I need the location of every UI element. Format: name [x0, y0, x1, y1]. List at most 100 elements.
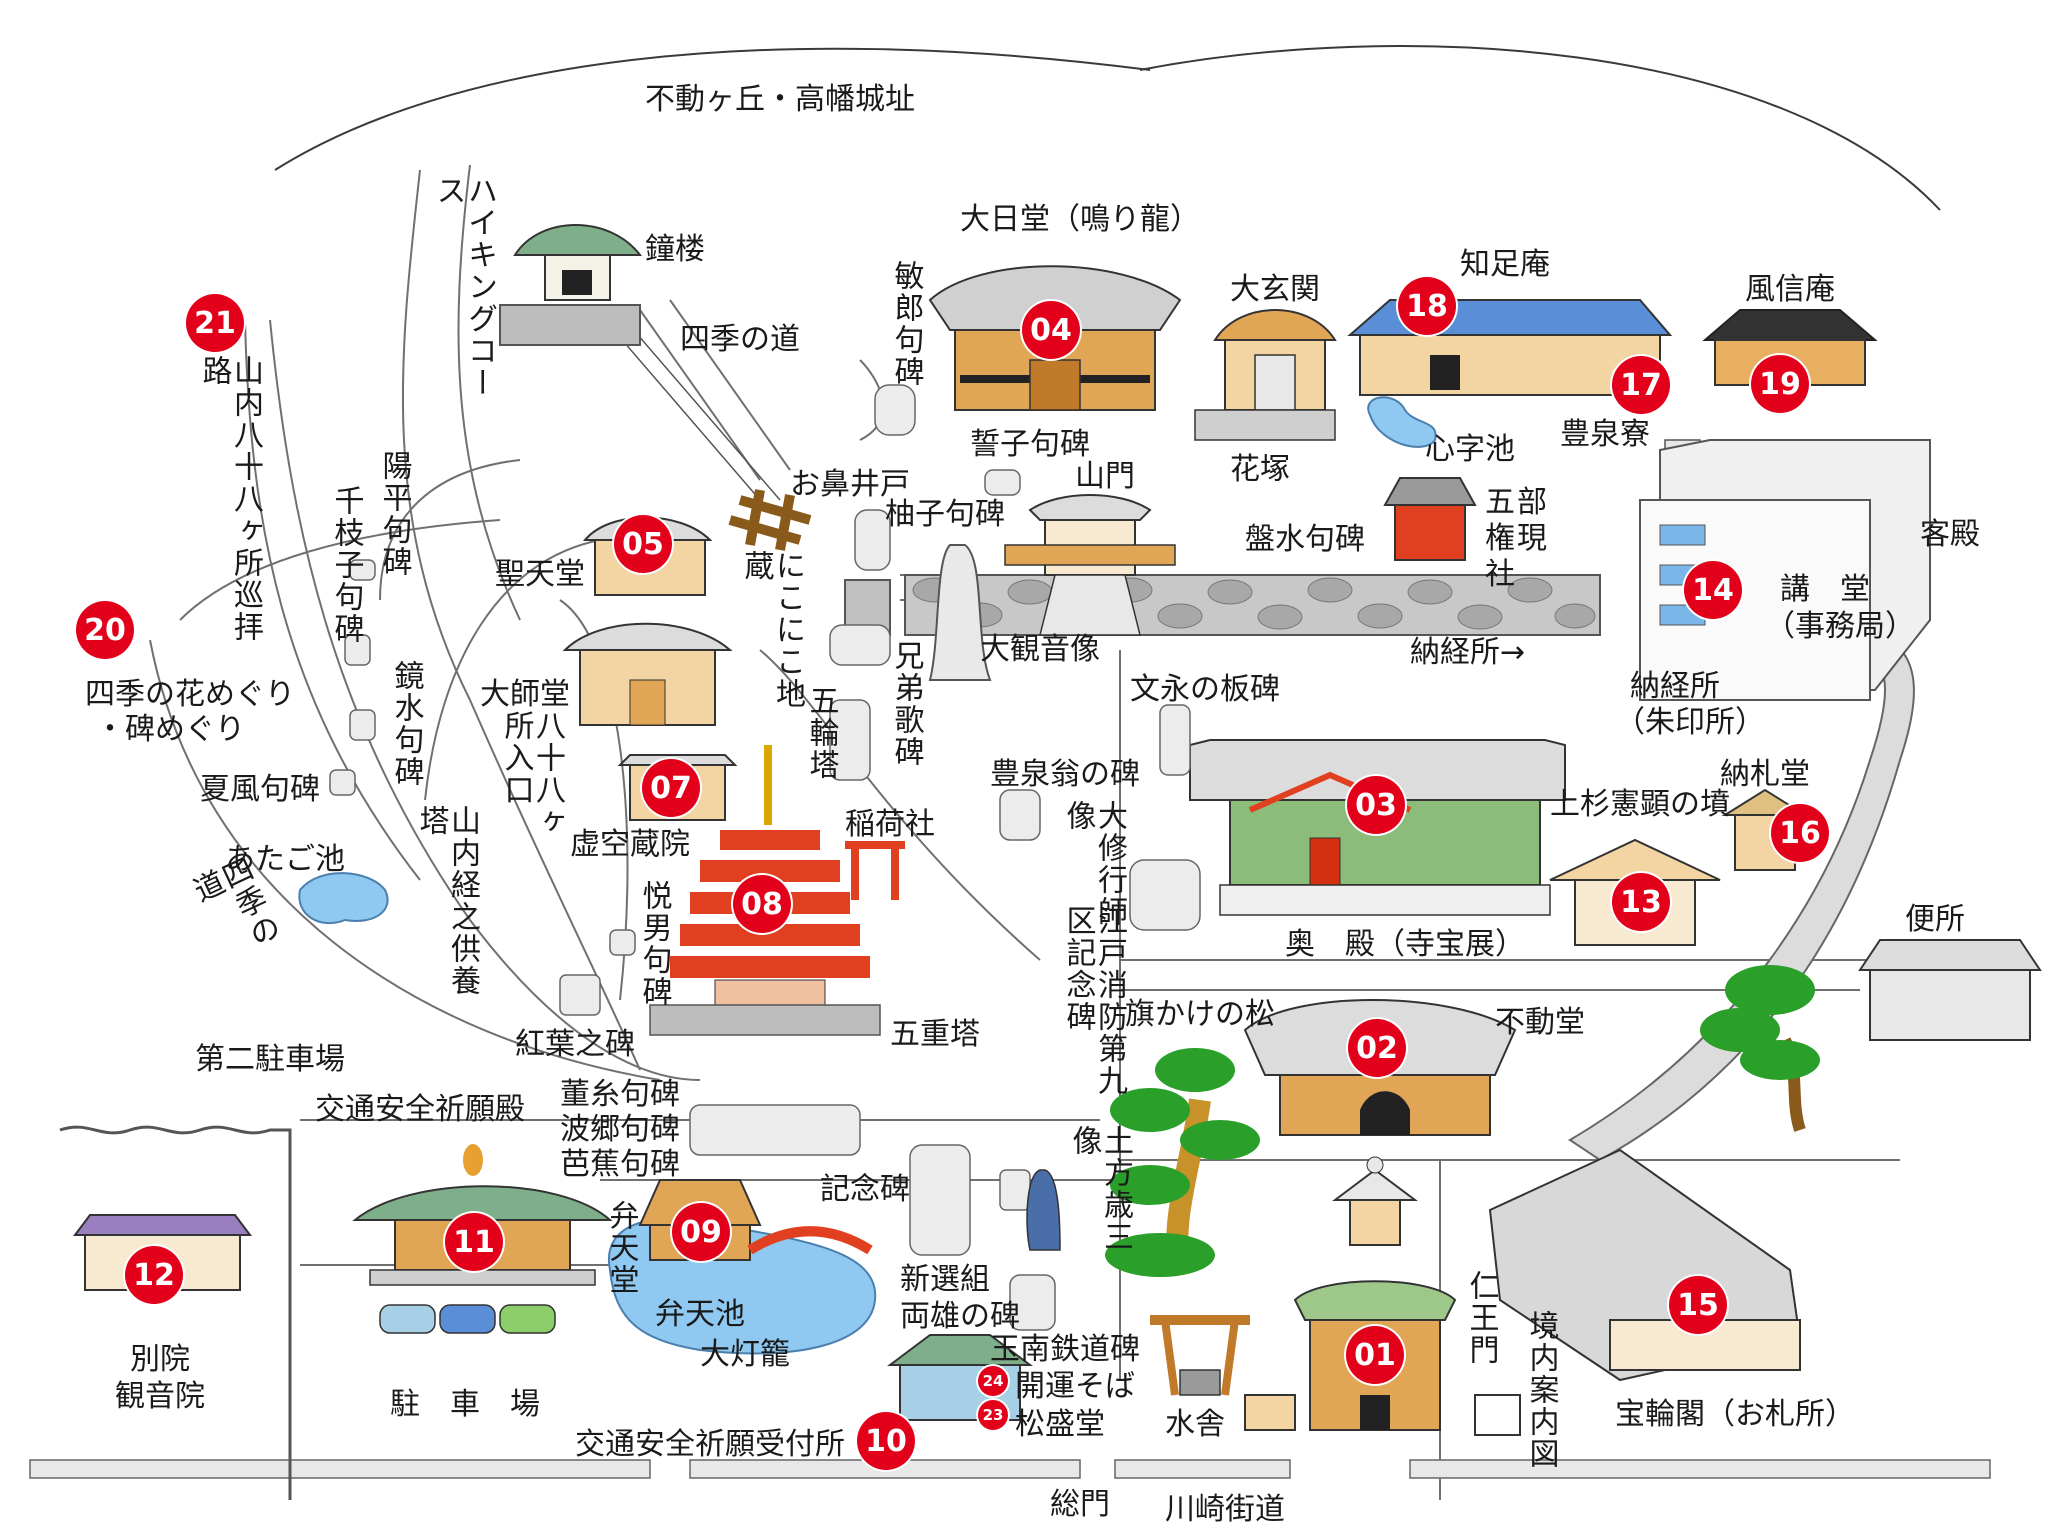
- marker-01[interactable]: 01: [1346, 1326, 1404, 1384]
- chieda-label: 千枝子句碑: [328, 485, 364, 645]
- marker-02[interactable]: 02: [1348, 1019, 1406, 1077]
- daikannon-label: 大観音像: [980, 632, 1100, 667]
- marker-18[interactable]: 18: [1398, 277, 1456, 335]
- nokyo-label: 納経所: [1630, 669, 1720, 704]
- edo-fire-label: 江戸消防第九区記念碑: [1060, 905, 1128, 1097]
- hosenryo-label: 豊泉寮: [1560, 417, 1650, 452]
- marker-17[interactable]: 17: [1612, 356, 1670, 414]
- hakyo-label: 波郷句碑: [560, 1112, 680, 1147]
- benten-pond-label: 弁天池: [655, 1297, 745, 1332]
- bansui-label: 盤水句碑: [1245, 522, 1365, 557]
- bunei-label: 文永の板碑: [1130, 672, 1280, 707]
- toilet-building: [1858, 939, 2042, 1041]
- dai-kannon-statue: [928, 544, 992, 681]
- gobu-gongen-building: [1383, 477, 1477, 561]
- kyakuden-label: 客殿: [1920, 517, 1980, 552]
- koyo-label: 紅葉之碑: [515, 1027, 635, 1062]
- marker-07[interactable]: 07: [642, 759, 700, 817]
- bell-tower-building: [513, 224, 643, 301]
- marker-23[interactable]: 23: [978, 1400, 1008, 1430]
- inari-torii: [845, 841, 905, 900]
- gojunoto-label: 五重塔: [890, 1017, 980, 1052]
- shinsengumi-sub-label: 両雄の碑: [900, 1299, 1020, 1334]
- niomon-label: 仁王門: [1463, 1270, 1499, 1366]
- kigan-den-label: 交通安全祈願殿: [315, 1092, 525, 1127]
- gobu-gongen-label: 五部権現社: [1485, 485, 1549, 592]
- right-long-wall: [1568, 638, 1915, 1162]
- marker-11[interactable]: 11: [445, 1213, 503, 1271]
- gorin-label: 五輪塔: [803, 685, 839, 781]
- yamauchi-route-label: 山内八十八ヶ所巡拝路: [196, 355, 264, 643]
- notice-board: [1244, 1394, 1296, 1431]
- daitoro-label: 大灯籠: [700, 1337, 790, 1372]
- toshiro-label: 敏郎句碑: [888, 260, 924, 388]
- pine-tree-hatakake: [1105, 1048, 1260, 1277]
- parked-cars: [379, 1304, 556, 1334]
- ohana-label: お鼻井戸: [790, 467, 910, 502]
- marker-21[interactable]: 21: [186, 294, 244, 352]
- marker-19[interactable]: 19: [1751, 355, 1809, 413]
- daishi-do-building: [562, 622, 733, 726]
- natsukaze-label: 夏風句碑: [200, 772, 320, 807]
- fudo-do-label: 不動堂: [1495, 1005, 1585, 1040]
- monuments-label: ・碑めぐり: [95, 712, 245, 747]
- kodo-label: 講 堂: [1780, 572, 1870, 607]
- marker-24[interactable]: 24: [978, 1366, 1008, 1396]
- hanazuka-label: 花塚: [1230, 452, 1290, 487]
- somon-label: 総門: [1050, 1487, 1110, 1522]
- fushin-an-label: 風信庵: [1745, 272, 1835, 307]
- marker-12[interactable]: 12: [125, 1246, 183, 1304]
- nikoniko-label: にこにこ地蔵: [738, 550, 806, 710]
- marker-14[interactable]: 14: [1684, 561, 1742, 619]
- marker-08[interactable]: 08: [733, 875, 791, 933]
- kodo-sub-label: （事務局）: [1765, 609, 1915, 644]
- second-parking-label: 第二駐車場: [195, 1042, 345, 1077]
- marker-03[interactable]: 03: [1347, 776, 1405, 834]
- hill-outline: [274, 45, 1941, 211]
- marker-04[interactable]: 04: [1022, 301, 1080, 359]
- kinenhi-label: 記念碑: [820, 1172, 910, 1207]
- shoten-do-label: 聖天堂: [495, 557, 585, 592]
- marker-15[interactable]: 15: [1669, 1276, 1727, 1334]
- hiking-course-label: ハイキングコース: [430, 175, 498, 399]
- sanmon-gate: [1004, 494, 1176, 636]
- flowers-label: 四季の花めぐり: [85, 677, 295, 712]
- daigenkan-label: 大玄関: [1230, 272, 1320, 307]
- marker-13[interactable]: 13: [1612, 873, 1670, 931]
- betsuin-sub-label: 観音院: [115, 1379, 205, 1414]
- horinkaku-label: 宝輪閣（お札所）: [1615, 1397, 1855, 1432]
- uketsuke-label: 交通安全祈願受付所: [575, 1427, 845, 1462]
- pine-tree-right: [1700, 965, 1820, 1132]
- toilet-label: 便所: [1905, 902, 1965, 937]
- shoseido-label: 松盛堂: [1015, 1407, 1105, 1442]
- okuden-building: [1189, 739, 1566, 916]
- kyodai-label: 兄弟歌碑: [888, 640, 924, 768]
- daigenkan-building: [1194, 309, 1337, 441]
- basho-label: 芭蕉句碑: [560, 1147, 680, 1182]
- hill-label: 不動ヶ丘・高幡城址: [645, 82, 915, 117]
- dainichi-do-building: [928, 265, 1182, 411]
- yohei-label: 陽平句碑: [376, 450, 412, 578]
- hachiju-entrance-label: 八十八ヶ所入口: [498, 710, 566, 838]
- marker-05[interactable]: 05: [614, 515, 672, 573]
- marker-16[interactable]: 16: [1771, 804, 1829, 862]
- benten-bridge: [747, 1226, 873, 1255]
- marker-10[interactable]: 10: [857, 1412, 915, 1470]
- nofuda-do-label: 納札堂: [1720, 757, 1810, 792]
- fudo-do-building: [1243, 999, 1517, 1136]
- chisoku-an-label: 知足庵: [1460, 247, 1550, 282]
- monument-stones: [329, 384, 1201, 1331]
- uesugi-tomb-building: [1549, 838, 1721, 946]
- yuzuko-label: 柚子句碑: [885, 497, 1005, 532]
- marker-09[interactable]: 09: [672, 1203, 730, 1261]
- tozai-label: 董糸句碑: [560, 1077, 680, 1112]
- parking-label: 駐 車 場: [390, 1387, 540, 1422]
- marker-20[interactable]: 20: [76, 601, 134, 659]
- hosen-o-label: 豊泉翁の碑: [990, 757, 1140, 792]
- horinkaku-building: [1488, 1148, 1802, 1382]
- shiki-path-label-top: 四季の道: [680, 322, 800, 357]
- keidai-label: 境内案内図: [1523, 1310, 1559, 1470]
- hatakake-label: 旗かけの松: [1125, 997, 1275, 1032]
- daishugyo-label: 大修行師像: [1060, 800, 1128, 928]
- okuden-label: 奥 殿（寺宝展）: [1285, 927, 1525, 962]
